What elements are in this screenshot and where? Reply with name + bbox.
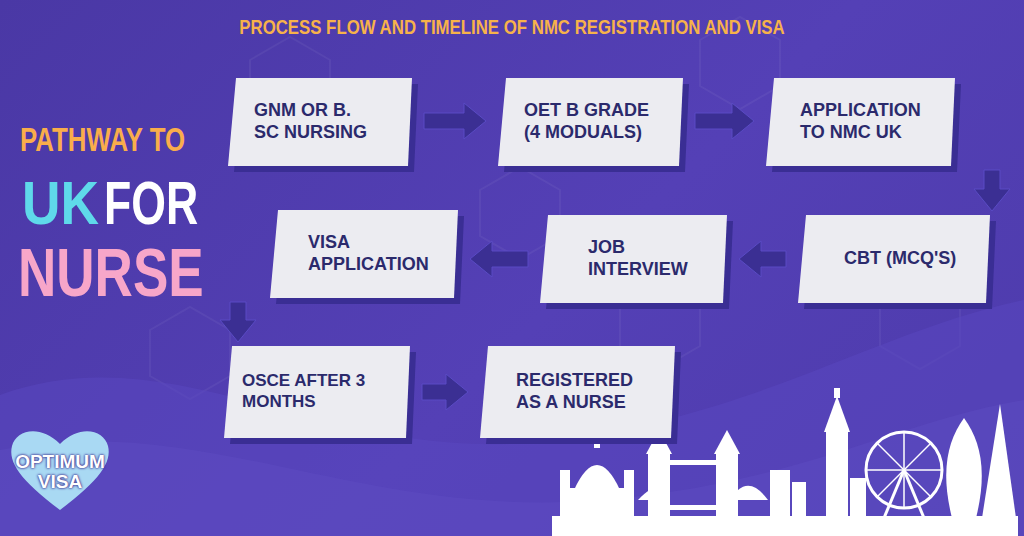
diagram-title: PROCESS FLOW AND TIMELINE OF NMC REGISTR… <box>82 17 942 37</box>
process-box: GNM OR B. SC NURSING <box>228 78 412 166</box>
box-text: APPLICATION TO NMC UK <box>800 78 945 166</box>
background-wave <box>0 300 1024 536</box>
box-face <box>480 346 675 438</box>
flow-arrow <box>739 241 786 277</box>
process-box: CBT (MCQ'S) <box>798 215 990 303</box>
box-text: CBT (MCQ'S) <box>844 215 984 303</box>
flow-arrow <box>974 170 1010 211</box>
box-text: OSCE AFTER 3 MONTHS <box>242 346 402 438</box>
box-face <box>224 346 410 438</box>
flow-arrow <box>695 103 754 139</box>
box-text: GNM OR B. SC NURSING <box>254 78 379 166</box>
process-box: VISA APPLICATION <box>270 210 458 298</box>
process-box: JOB INTERVIEW <box>540 215 727 303</box>
flow-arrow <box>424 103 486 139</box>
process-box: APPLICATION TO NMC UK <box>766 78 955 166</box>
box-text: REGISTERED AS A NURSE <box>516 346 646 438</box>
flow-arrow <box>220 302 256 342</box>
headline-text: UK <box>22 172 99 234</box>
headline-text: NURSE <box>18 238 204 306</box>
process-box: REGISTERED AS A NURSE <box>480 346 675 438</box>
flow-arrow <box>470 241 528 277</box>
box-face <box>766 78 955 166</box>
box-text: JOB INTERVIEW <box>588 215 698 303</box>
hexagon-pattern <box>150 17 960 399</box>
logo-text: OPTIMUM VISA <box>8 452 112 492</box>
flow-arrow <box>422 374 468 410</box>
box-text: OET B GRADE (4 MODUALS) <box>524 78 664 166</box>
process-box: OSCE AFTER 3 MONTHS <box>224 346 410 438</box>
box-face <box>228 78 412 166</box>
box-face <box>798 215 990 303</box>
box-face <box>270 210 458 298</box>
box-text: VISA APPLICATION <box>308 210 438 298</box>
london-eye <box>866 432 942 518</box>
box-face <box>498 78 683 166</box>
box-face <box>540 215 727 303</box>
process-box: OET B GRADE (4 MODUALS) <box>498 78 683 166</box>
headline-text: PATHWAY TO <box>20 122 185 156</box>
headline-text: FOR <box>104 172 198 234</box>
